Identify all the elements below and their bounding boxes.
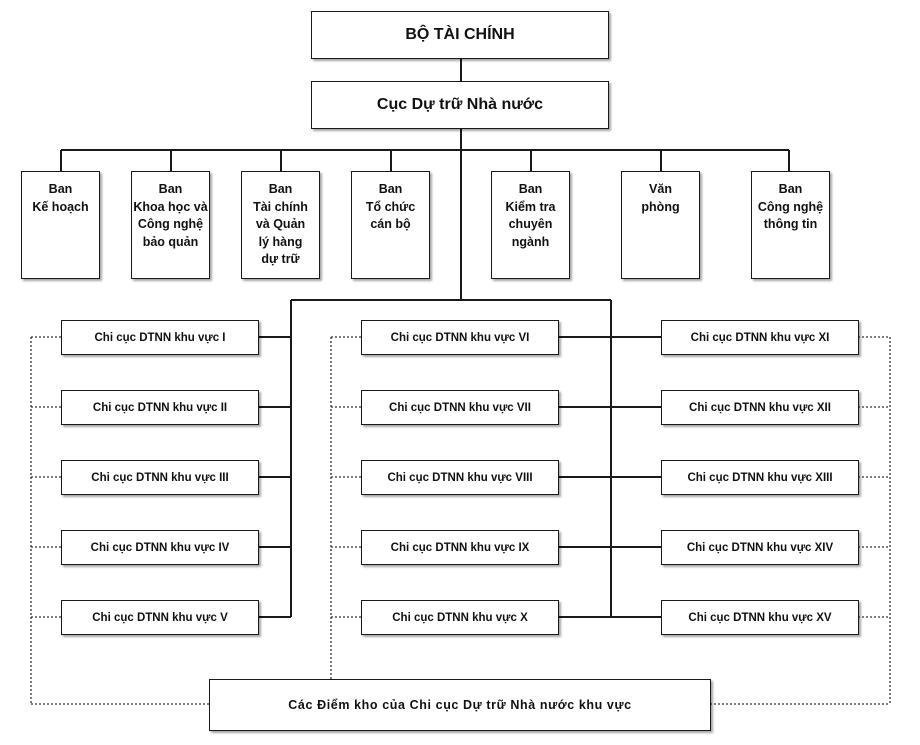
board-label: Văn phòng xyxy=(641,182,680,214)
board-science-technology: Ban Khoa học và Công nghệ bảo quản xyxy=(131,171,210,279)
branch-label: Chi cục DTNN khu vực V xyxy=(92,611,228,624)
warehouses-box: Các Điểm kho của Chi cục Dự trữ Nhà nước… xyxy=(209,679,711,731)
branch-region-iv: Chi cục DTNN khu vực IV xyxy=(61,530,259,565)
branch-region-xiv: Chi cục DTNN khu vực XIV xyxy=(661,530,859,565)
branch-label: Chi cục DTNN khu vực III xyxy=(91,471,229,484)
branch-region-i: Chi cục DTNN khu vực I xyxy=(61,320,259,355)
branch-label: Chi cục DTNN khu vực XIV xyxy=(686,541,834,554)
branch-label: Chi cục DTNN khu vực VIII xyxy=(387,471,533,484)
branch-label: Chi cục DTNN khu vực XV xyxy=(688,611,832,624)
board-finance-reserves: Ban Tài chính và Quản lý hàng dự trữ xyxy=(241,171,320,279)
board-label: Ban Tổ chức cán bộ xyxy=(365,182,416,231)
branch-region-xii: Chi cục DTNN khu vực XII xyxy=(661,390,859,425)
branch-label: Chi cục DTNN khu vực XIII xyxy=(687,471,833,484)
branch-label: Chi cục DTNN khu vực XII xyxy=(689,401,831,414)
branch-region-xv: Chi cục DTNN khu vực XV xyxy=(661,600,859,635)
branch-label: Chi cục DTNN khu vực IX xyxy=(390,541,530,554)
branch-region-vi: Chi cục DTNN khu vực VI xyxy=(361,320,559,355)
board-label: Ban Công nghệ thông tin xyxy=(757,182,824,231)
branch-region-vii: Chi cục DTNN khu vực VII xyxy=(361,390,559,425)
branch-region-xiii: Chi cục DTNN khu vực XIII xyxy=(661,460,859,495)
branch-region-xi: Chi cục DTNN khu vực XI xyxy=(661,320,859,355)
branch-region-v: Chi cục DTNN khu vực V xyxy=(61,600,259,635)
branch-label: Chi cục DTNN khu vực VI xyxy=(390,331,530,344)
department-label: Cục Dự trữ Nhà nước xyxy=(376,96,544,113)
board-label: Ban Khoa học và Công nghệ bảo quản xyxy=(133,182,208,249)
branch-label: Chi cục DTNN khu vực II xyxy=(92,401,228,414)
branch-label: Chi cục DTNN khu vực I xyxy=(94,331,226,344)
board-information-technology: Ban Công nghệ thông tin xyxy=(751,171,830,279)
board-label: Ban Kế hoạch xyxy=(32,182,89,214)
branch-label: Chi cục DTNN khu vực IV xyxy=(90,541,230,554)
board-inspection: Ban Kiểm tra chuyên ngành xyxy=(491,171,570,279)
branch-label: Chi cục DTNN khu vực VII xyxy=(389,401,531,414)
branch-region-viii: Chi cục DTNN khu vực VIII xyxy=(361,460,559,495)
branch-label: Chi cục DTNN khu vực XI xyxy=(690,331,830,344)
board-label: Ban Tài chính và Quản lý hàng dự trữ xyxy=(253,182,308,266)
branch-region-ix: Chi cục DTNN khu vực IX xyxy=(361,530,559,565)
board-label: Ban Kiểm tra chuyên ngành xyxy=(505,182,556,249)
board-personnel: Ban Tổ chức cán bộ xyxy=(351,171,430,279)
branch-region-ii: Chi cục DTNN khu vực II xyxy=(61,390,259,425)
ministry-label: BỘ TÀI CHÍNH xyxy=(405,26,515,43)
board-office: Văn phòng xyxy=(621,171,700,279)
board-planning: Ban Kế hoạch xyxy=(21,171,100,279)
branch-region-x: Chi cục DTNN khu vực X xyxy=(361,600,559,635)
branch-region-iii: Chi cục DTNN khu vực III xyxy=(61,460,259,495)
department-box: Cục Dự trữ Nhà nước xyxy=(311,81,609,129)
branch-label: Chi cục DTNN khu vực X xyxy=(392,611,528,624)
warehouses-label: Các Điểm kho của Chi cục Dự trữ Nhà nước… xyxy=(288,698,632,712)
ministry-box: BỘ TÀI CHÍNH xyxy=(311,11,609,59)
